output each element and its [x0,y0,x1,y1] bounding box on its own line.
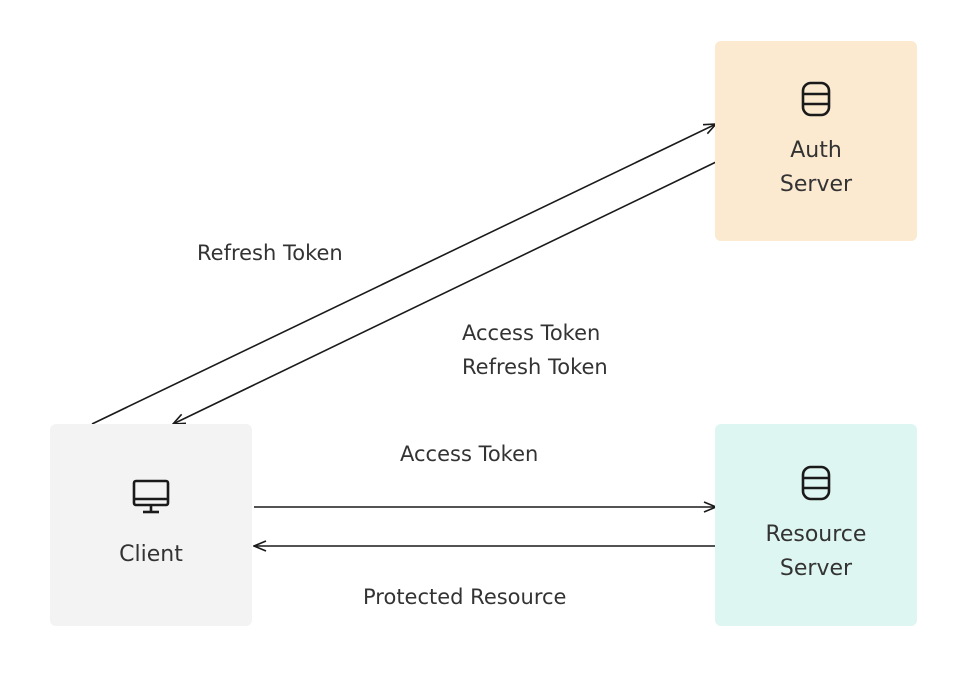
resource-server-node: Resource Server [715,424,917,626]
monitor-icon [132,479,170,526]
access-refresh-token-label: Access Token Refresh Token [462,321,608,379]
auth-server-label: Auth Server [779,137,853,197]
arrow-client-to-auth-server [91,124,716,425]
database-icon [801,465,831,512]
auth-server-node: Auth Server [715,41,917,241]
refresh-token-label: Refresh Token [197,241,343,265]
database-icon [801,81,831,128]
access-token-label: Access Token [400,442,539,466]
arrow-auth-server-to-client [173,161,717,424]
resource-server-label: Resource Server [765,521,867,581]
client-node: Client [50,424,252,626]
protected-resource-label: Protected Resource [363,585,567,609]
client-label: Client [119,541,183,567]
